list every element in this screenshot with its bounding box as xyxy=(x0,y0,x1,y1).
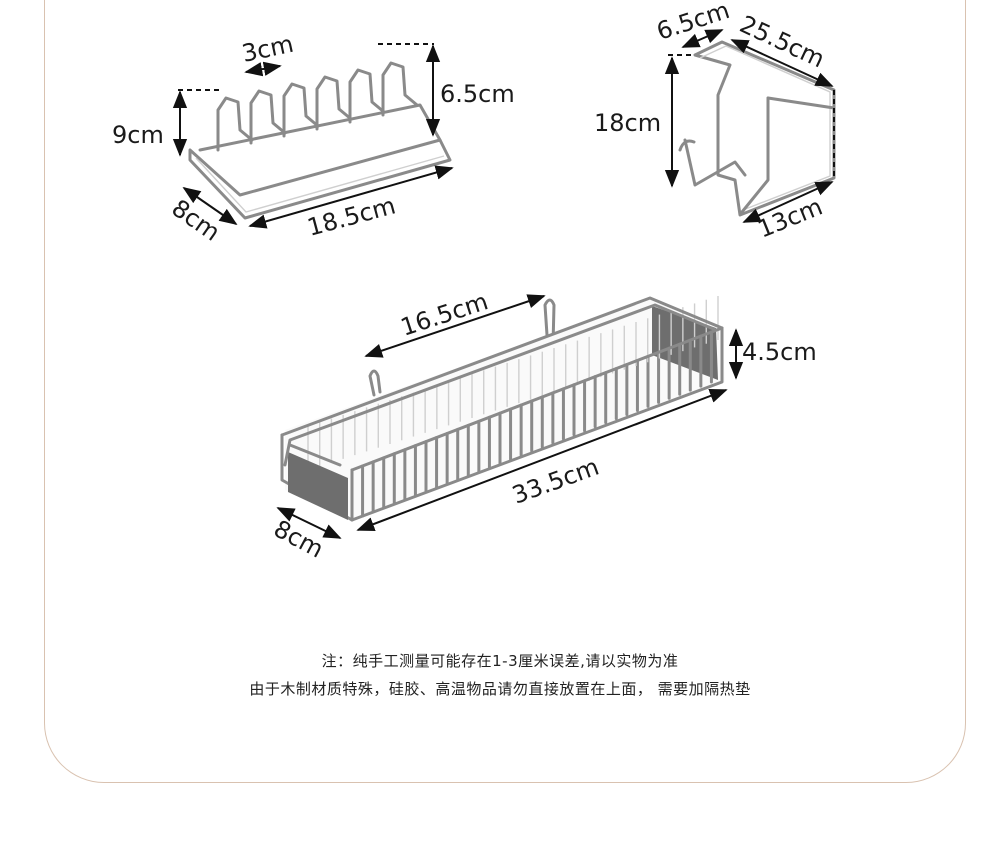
hook-rack-height-label: 18cm xyxy=(594,109,661,137)
basket-illustration xyxy=(280,296,725,522)
basket-depth-label: 8cm xyxy=(269,515,328,564)
plate-rack-left-height-label: 9cm xyxy=(112,121,164,149)
plate-rack-width-label: 3cm xyxy=(239,30,296,68)
note-line-1: 注：纯手工测量可能存在1-3厘米误差,请以实物为准 xyxy=(321,652,679,670)
plate-rack-dimensions: 3cm 6.5cm 9cm 8cm 18.5cm xyxy=(112,30,515,247)
plate-rack-illustration xyxy=(188,61,452,220)
basket-inner-label: 16.5cm xyxy=(397,287,491,341)
hook-rack-top-label: 6.5cm xyxy=(653,0,733,46)
hook-rack-dimensions: 6.5cm 25.5cm 18cm 13cm xyxy=(594,0,835,244)
plate-rack-length-label: 18.5cm xyxy=(304,191,398,241)
basket-height-label: 4.5cm xyxy=(742,338,817,366)
plate-rack-height-label: 6.5cm xyxy=(440,80,515,108)
basket-length-label: 33.5cm xyxy=(508,453,602,510)
note-line-2: 由于木制材质特殊，硅胶、高温物品请勿直接放置在上面， 需要加隔热垫 xyxy=(249,680,751,698)
plate-rack-depth-label: 8cm xyxy=(167,194,226,247)
